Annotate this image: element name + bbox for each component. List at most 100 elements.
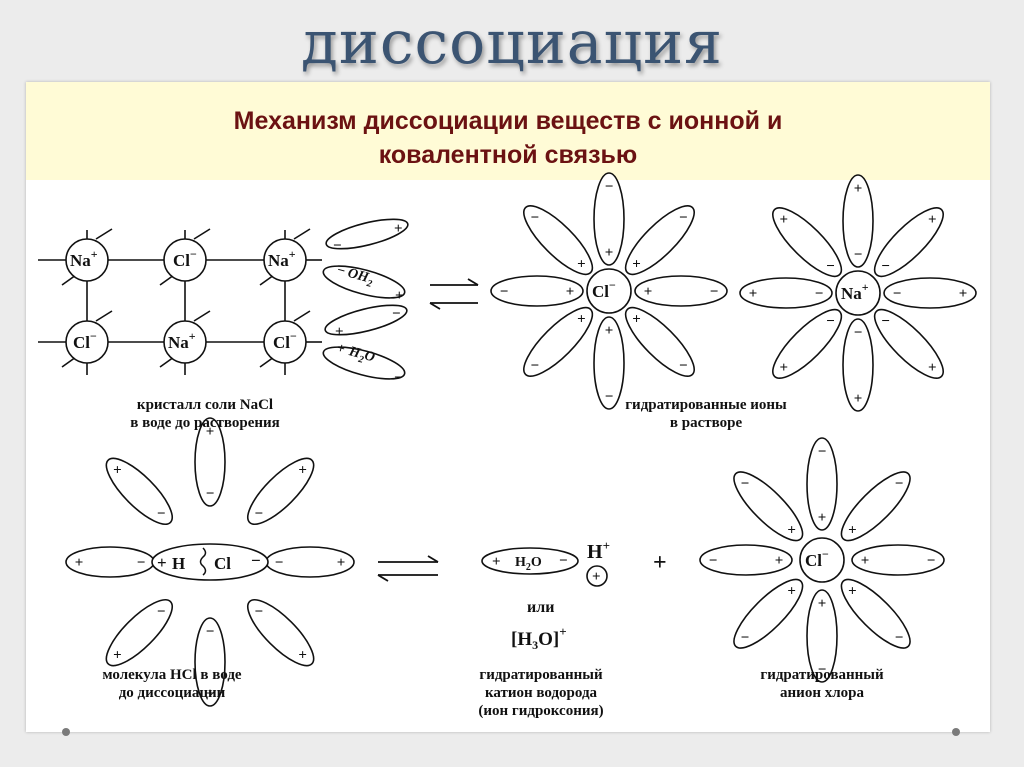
heading-band bbox=[26, 82, 990, 180]
dipole-sign: − bbox=[530, 210, 539, 226]
water-dipole bbox=[490, 275, 584, 307]
corner-dot-left bbox=[62, 728, 70, 736]
hydronium-group: + H2O − + H+ + или [H3O]+ bbox=[481, 538, 667, 652]
hydrated-na-ion: −+−+−+−+−+−+−+−+Na+ bbox=[739, 174, 977, 412]
caption-cation-3: (ион гидроксония) bbox=[478, 703, 603, 719]
dipole-sign: + bbox=[848, 583, 857, 599]
dipole-sign: + bbox=[75, 555, 84, 571]
heading-line-1: Механизм диссоциации веществ с ионной и bbox=[233, 107, 783, 135]
dipole-sign: + bbox=[644, 284, 653, 300]
dipole-sign: + bbox=[335, 324, 344, 340]
dipole-sign: + bbox=[928, 360, 937, 376]
nacl-crystal-lattice: Na+ Cl− Na+ Cl− Na+ Cl− − + −OH2 + + − +… bbox=[38, 218, 409, 386]
dipole-sign: − bbox=[157, 604, 166, 620]
dipole-sign: − bbox=[605, 179, 614, 195]
dipole-sign: − bbox=[818, 662, 827, 678]
crystal-na-3: Na+ bbox=[168, 329, 196, 352]
water-dipole bbox=[733, 578, 804, 649]
h-plus-label: H+ bbox=[587, 538, 610, 563]
water-dipole bbox=[842, 318, 874, 412]
dipole-sign: + bbox=[298, 648, 307, 664]
dipole-sign: − bbox=[710, 284, 719, 300]
card-heading: Механизм диссоциации веществ с ионной и … bbox=[26, 104, 990, 172]
dipole-sign: − bbox=[394, 370, 403, 386]
dipole-sign: − bbox=[157, 506, 166, 522]
hcl-cl-label: Cl bbox=[214, 554, 231, 573]
equilibrium-arrows-top bbox=[429, 278, 479, 310]
caption-cation-1: гидратированный bbox=[479, 667, 603, 683]
water-dipole bbox=[883, 277, 977, 309]
dipole-sign: + bbox=[959, 286, 968, 302]
water-dipole bbox=[840, 471, 911, 542]
crystal-cl-2: Cl− bbox=[73, 329, 97, 352]
dipole-sign: + bbox=[854, 391, 863, 407]
hydronium-formula: [H3O]+ bbox=[511, 624, 567, 652]
dipole-sign: − bbox=[826, 314, 835, 330]
dipole-sign: + bbox=[605, 323, 614, 339]
dipole-sign: − bbox=[392, 306, 401, 322]
dipole-sign: + bbox=[848, 523, 857, 539]
caption-crystal-2: в воде до растворения bbox=[130, 415, 280, 431]
dipole-sign: − bbox=[500, 284, 509, 300]
water-dipole bbox=[634, 275, 728, 307]
water-dipole bbox=[851, 544, 945, 576]
dipole-sign: + bbox=[818, 510, 827, 526]
crystal-cl-3: Cl− bbox=[273, 329, 297, 352]
dipole-sign: + bbox=[632, 256, 641, 272]
dipole-oh2-label: −OH2 bbox=[334, 263, 375, 290]
dipole-sign: − bbox=[333, 238, 342, 254]
dipole-sign: + bbox=[206, 686, 215, 702]
dipole-sign: + bbox=[779, 360, 788, 376]
dipole-sign: − bbox=[818, 444, 827, 460]
hydrated-cl-ion: +−+−+−+−+−+−+−+−Cl− bbox=[490, 172, 728, 410]
water-dipole bbox=[806, 437, 838, 531]
dipole-sign: + bbox=[854, 181, 863, 197]
dipole-sign: + bbox=[337, 555, 346, 571]
plus-operator: + bbox=[653, 550, 667, 576]
proton-sign: + bbox=[592, 569, 601, 585]
hcl-molecule: + H Cl − bbox=[151, 543, 269, 581]
dipole-sign: + bbox=[577, 256, 586, 272]
dipole-sign: − bbox=[815, 286, 824, 302]
dipole-sign: − bbox=[206, 624, 215, 640]
dipole-sign: + bbox=[605, 245, 614, 261]
caption-hydrated-2: в растворе bbox=[670, 415, 743, 431]
h2o-sign: − bbox=[559, 553, 568, 569]
dipole-sign: + bbox=[861, 553, 870, 569]
dipole-sign: − bbox=[826, 258, 835, 274]
dipole-sign: − bbox=[709, 553, 718, 569]
water-dipole bbox=[194, 617, 226, 707]
water-dipole bbox=[624, 306, 695, 377]
dipole-sign: + bbox=[818, 596, 827, 612]
dipole-sign: − bbox=[679, 210, 688, 226]
dipole-sign: + bbox=[206, 424, 215, 440]
dipole-sign: − bbox=[741, 476, 750, 492]
dipole-sign: − bbox=[854, 247, 863, 263]
caption-crystal-1: кристалл соли NaCl bbox=[137, 397, 273, 413]
dipole-sign: − bbox=[255, 506, 264, 522]
dipole-sign: + bbox=[394, 221, 403, 237]
water-dipole bbox=[247, 457, 315, 525]
dipole-sign: − bbox=[741, 630, 750, 646]
dipole-sign: − bbox=[895, 476, 904, 492]
water-dipole bbox=[739, 277, 833, 309]
dipole-sign: − bbox=[679, 358, 688, 374]
hcl-plus-end: + bbox=[157, 553, 167, 572]
water-dipole bbox=[624, 205, 695, 276]
hcl-h-label: H bbox=[172, 554, 185, 573]
water-dipole bbox=[593, 172, 625, 266]
caption-hcl-2: до диссоциации bbox=[119, 685, 226, 701]
water-dipole bbox=[873, 308, 944, 379]
dipole-sign: − bbox=[881, 314, 890, 330]
heading-line-2: ковалентной связью bbox=[378, 141, 638, 169]
caption-hydrated-1: гидратированные ионы bbox=[625, 397, 787, 413]
or-label: или bbox=[527, 599, 554, 616]
water-dipole bbox=[806, 589, 838, 683]
hydrated-cl-ion-center: Cl− bbox=[592, 278, 616, 301]
hydrated-na-ion-center: Na+ bbox=[841, 280, 869, 303]
dipole-sign: + bbox=[775, 553, 784, 569]
dipole-sign: − bbox=[137, 555, 146, 571]
water-dipole bbox=[772, 308, 843, 379]
dipole-sign: + bbox=[779, 212, 788, 228]
